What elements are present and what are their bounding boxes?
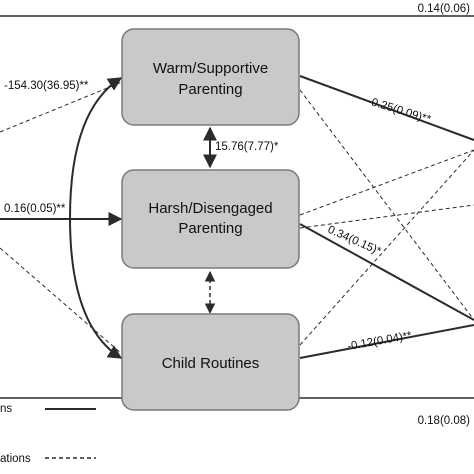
- routines-box-label: Child Routines: [162, 355, 260, 372]
- coef-warm-harsh: 15.76(7.77)*: [215, 141, 279, 153]
- coef-left-mid: 0.16(0.05)**: [4, 203, 66, 215]
- harsh-box-label-line1: Harsh/Disengaged: [148, 200, 272, 217]
- warm-box-label-line2: Parenting: [178, 81, 242, 98]
- coef-warm-right: -0.25(0.09)**: [366, 95, 432, 126]
- warm-to-right-solid-path: [299, 75, 474, 141]
- harsh-to-upper-right-dashed-path: [299, 149, 474, 216]
- harsh-box-label-line2: Parenting: [178, 220, 242, 237]
- left-to-warm-dashed-path: [0, 81, 123, 133]
- left-to-routines-dashed-path: [0, 247, 123, 355]
- coef-routines-right: -0.12(0.04)**: [346, 330, 413, 353]
- legend-dashed-label: ations: [0, 453, 31, 465]
- harsh-to-right-solid-path: [299, 223, 474, 321]
- coef-top-right: 0.14(0.06): [418, 3, 471, 15]
- harsh-to-right-dashed-path: [299, 204, 474, 229]
- warm-box-label-line1: Warm/Supportive: [153, 60, 268, 77]
- legend-solid-label: ns: [0, 403, 12, 415]
- routines-to-upper-right-dashed-path: [299, 149, 474, 346]
- child-routines-box: [121, 313, 300, 411]
- harsh-disengaged-parenting-box: [121, 169, 300, 269]
- left-covariance-curve: [68, 77, 123, 359]
- coef-left-top: -154.30(36.95)**: [4, 80, 89, 92]
- warm-to-lower-right-dashed-path: [299, 89, 474, 321]
- coef-bottom-right: 0.18(0.08): [418, 415, 471, 427]
- warm-supportive-parenting-box: [121, 28, 300, 126]
- routines-to-right-solid-path: [299, 324, 474, 359]
